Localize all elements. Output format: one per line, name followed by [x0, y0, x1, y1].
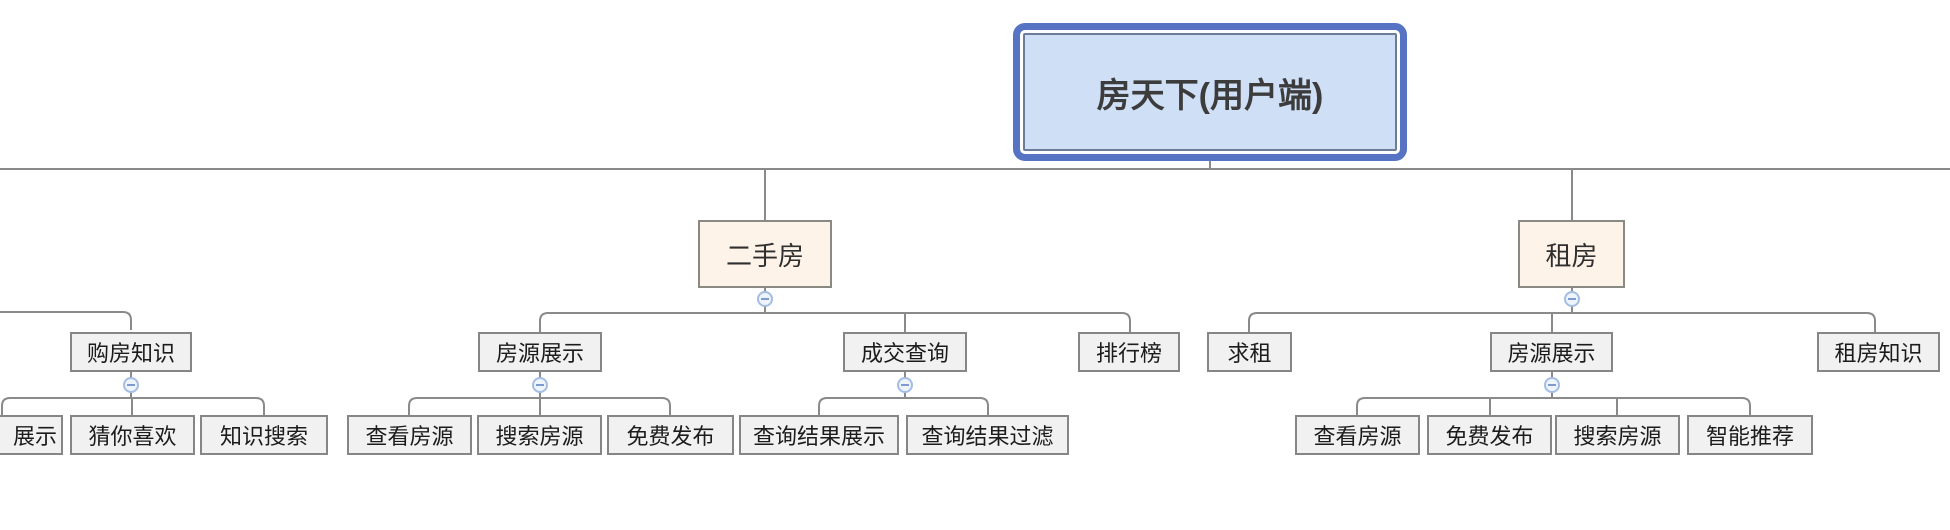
branch-second-hand-house[interactable]: 二手房 [698, 220, 832, 288]
root-node[interactable]: 房天下(用户端) [1013, 23, 1407, 161]
node-display-partial[interactable]: 展示 [0, 415, 63, 455]
node-seek-rent[interactable]: 求租 [1207, 332, 1292, 372]
node-search-listings-rental[interactable]: 搜索房源 [1555, 415, 1680, 455]
node-free-publish-secondhand[interactable]: 免费发布 [607, 415, 734, 455]
minus-icon [1548, 384, 1556, 386]
collapse-icon-buying-knowledge[interactable] [123, 377, 139, 393]
root-node-label: 房天下(用户端) [1023, 33, 1397, 151]
node-ranking[interactable]: 排行榜 [1078, 332, 1180, 372]
node-guess-you-like[interactable]: 猜你喜欢 [70, 415, 195, 455]
collapse-icon-listing-display-secondhand[interactable] [532, 377, 548, 393]
minus-icon [1568, 298, 1576, 300]
node-buying-knowledge[interactable]: 购房知识 [70, 332, 192, 372]
branch-rental[interactable]: 租房 [1518, 220, 1625, 288]
node-view-listings-rental[interactable]: 查看房源 [1295, 415, 1420, 455]
node-listing-display-rental[interactable]: 房源展示 [1490, 332, 1613, 372]
minus-icon [761, 298, 769, 300]
node-search-listings-secondhand[interactable]: 搜索房源 [477, 415, 602, 455]
collapse-icon-second-hand-house[interactable] [757, 291, 773, 307]
collapse-icon-listing-display-rental[interactable] [1544, 377, 1560, 393]
node-query-result-filter[interactable]: 查询结果过滤 [906, 415, 1069, 455]
collapse-icon-deal-query[interactable] [897, 377, 913, 393]
node-rental-knowledge[interactable]: 租房知识 [1817, 332, 1940, 372]
node-query-result-display[interactable]: 查询结果展示 [739, 415, 899, 455]
collapse-icon-rental[interactable] [1564, 291, 1580, 307]
node-listing-display-secondhand[interactable]: 房源展示 [478, 332, 602, 372]
node-deal-query[interactable]: 成交查询 [843, 332, 967, 372]
node-free-publish-rental[interactable]: 免费发布 [1427, 415, 1552, 455]
minus-icon [127, 384, 135, 386]
node-view-listings-secondhand[interactable]: 查看房源 [347, 415, 472, 455]
minus-icon [536, 384, 544, 386]
minus-icon [901, 384, 909, 386]
node-knowledge-search[interactable]: 知识搜索 [200, 415, 328, 455]
node-smart-recommend[interactable]: 智能推荐 [1687, 415, 1813, 455]
